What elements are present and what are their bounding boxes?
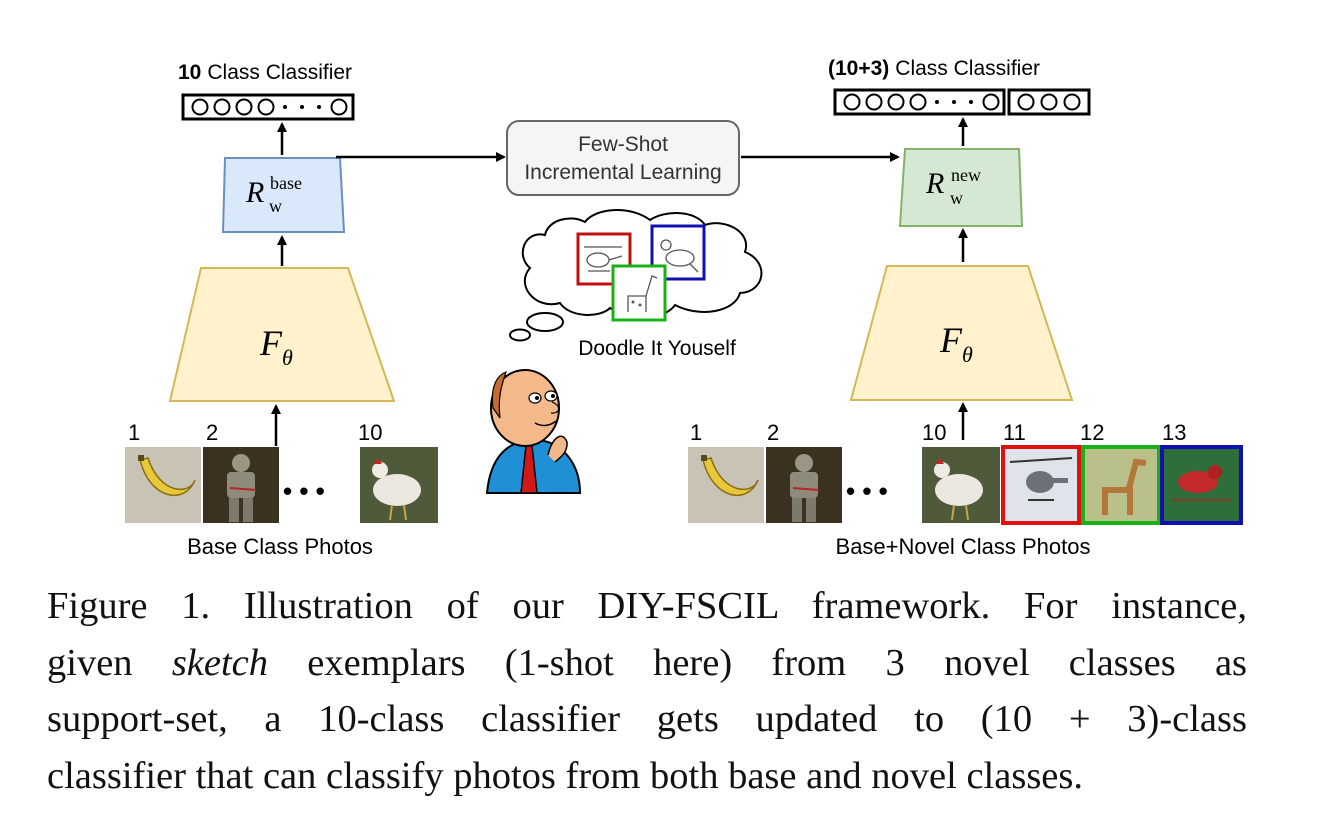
base-index-label: 2 [206,420,218,445]
process-label-line1: Few-Shot [578,133,668,156]
giraffe-photo [1081,445,1161,525]
new-photos-caption: Base+Novel Class Photos [836,534,1091,559]
base-index-label: 1 [128,420,140,445]
new-backbone-symbol: Fθ [939,320,973,367]
new-index-label: 12 [1080,420,1104,445]
helicopter-photo [1001,445,1081,525]
base-backbone-symbol: Fθ [259,323,293,370]
caption-line: support-set, a 10-class classifier gets … [47,698,1247,740]
bird-photo [1160,445,1243,525]
base-class-neurons [833,88,1006,116]
caption-line: given sketch exemplars (1-shot here) fro… [47,641,1248,684]
fscil-process-box [506,120,740,196]
new-head-block [898,148,1024,227]
base-head-subscript: w [269,196,282,216]
new-backbone-block [849,265,1074,401]
banana-photo [125,447,201,523]
giraffe-sketch [611,264,667,322]
doodle-caption: Doodle It Youself [578,337,736,360]
process-label-line2: Incremental Learning [524,161,721,184]
new-head-symbol: R [925,167,944,200]
base-classifier-vector [181,93,355,121]
new-ellipsis: • • • [846,476,888,506]
base-photos-caption: Base Class Photos [187,534,373,559]
new-index-label: 2 [767,420,779,445]
new-head-superscript: new [951,165,981,185]
caption-line: classifier that can classify photos from… [47,754,1084,797]
new-index-label: 1 [690,420,702,445]
armour-photo [203,447,279,523]
base-backbone-block [168,267,396,402]
thinking-man-illustration [485,369,582,494]
new-index-label: 13 [1162,420,1186,445]
novel-class-neurons [1007,88,1091,116]
new-head-subscript: w [950,188,963,208]
base-index-label: 10 [358,420,382,445]
new-index-label: 10 [922,420,946,445]
caption-line: Figure 1. Illustration of our DIY-FSCIL … [47,585,1247,627]
base-head-symbol: R [245,176,264,209]
hen-photo [922,447,1000,523]
figure-caption: Figure 1. Illustration of our DIY-FSCIL … [47,578,1247,804]
base-head-block [221,157,346,233]
armour-photo [766,447,842,523]
base-ellipsis: • • • [283,476,325,506]
base-head-superscript: base [270,173,302,193]
new-index-label: 11 [1003,420,1026,445]
new-classifier-title: (10+3)Class Classifier [828,57,1040,80]
hen-photo [360,447,438,523]
banana-photo [688,447,764,523]
